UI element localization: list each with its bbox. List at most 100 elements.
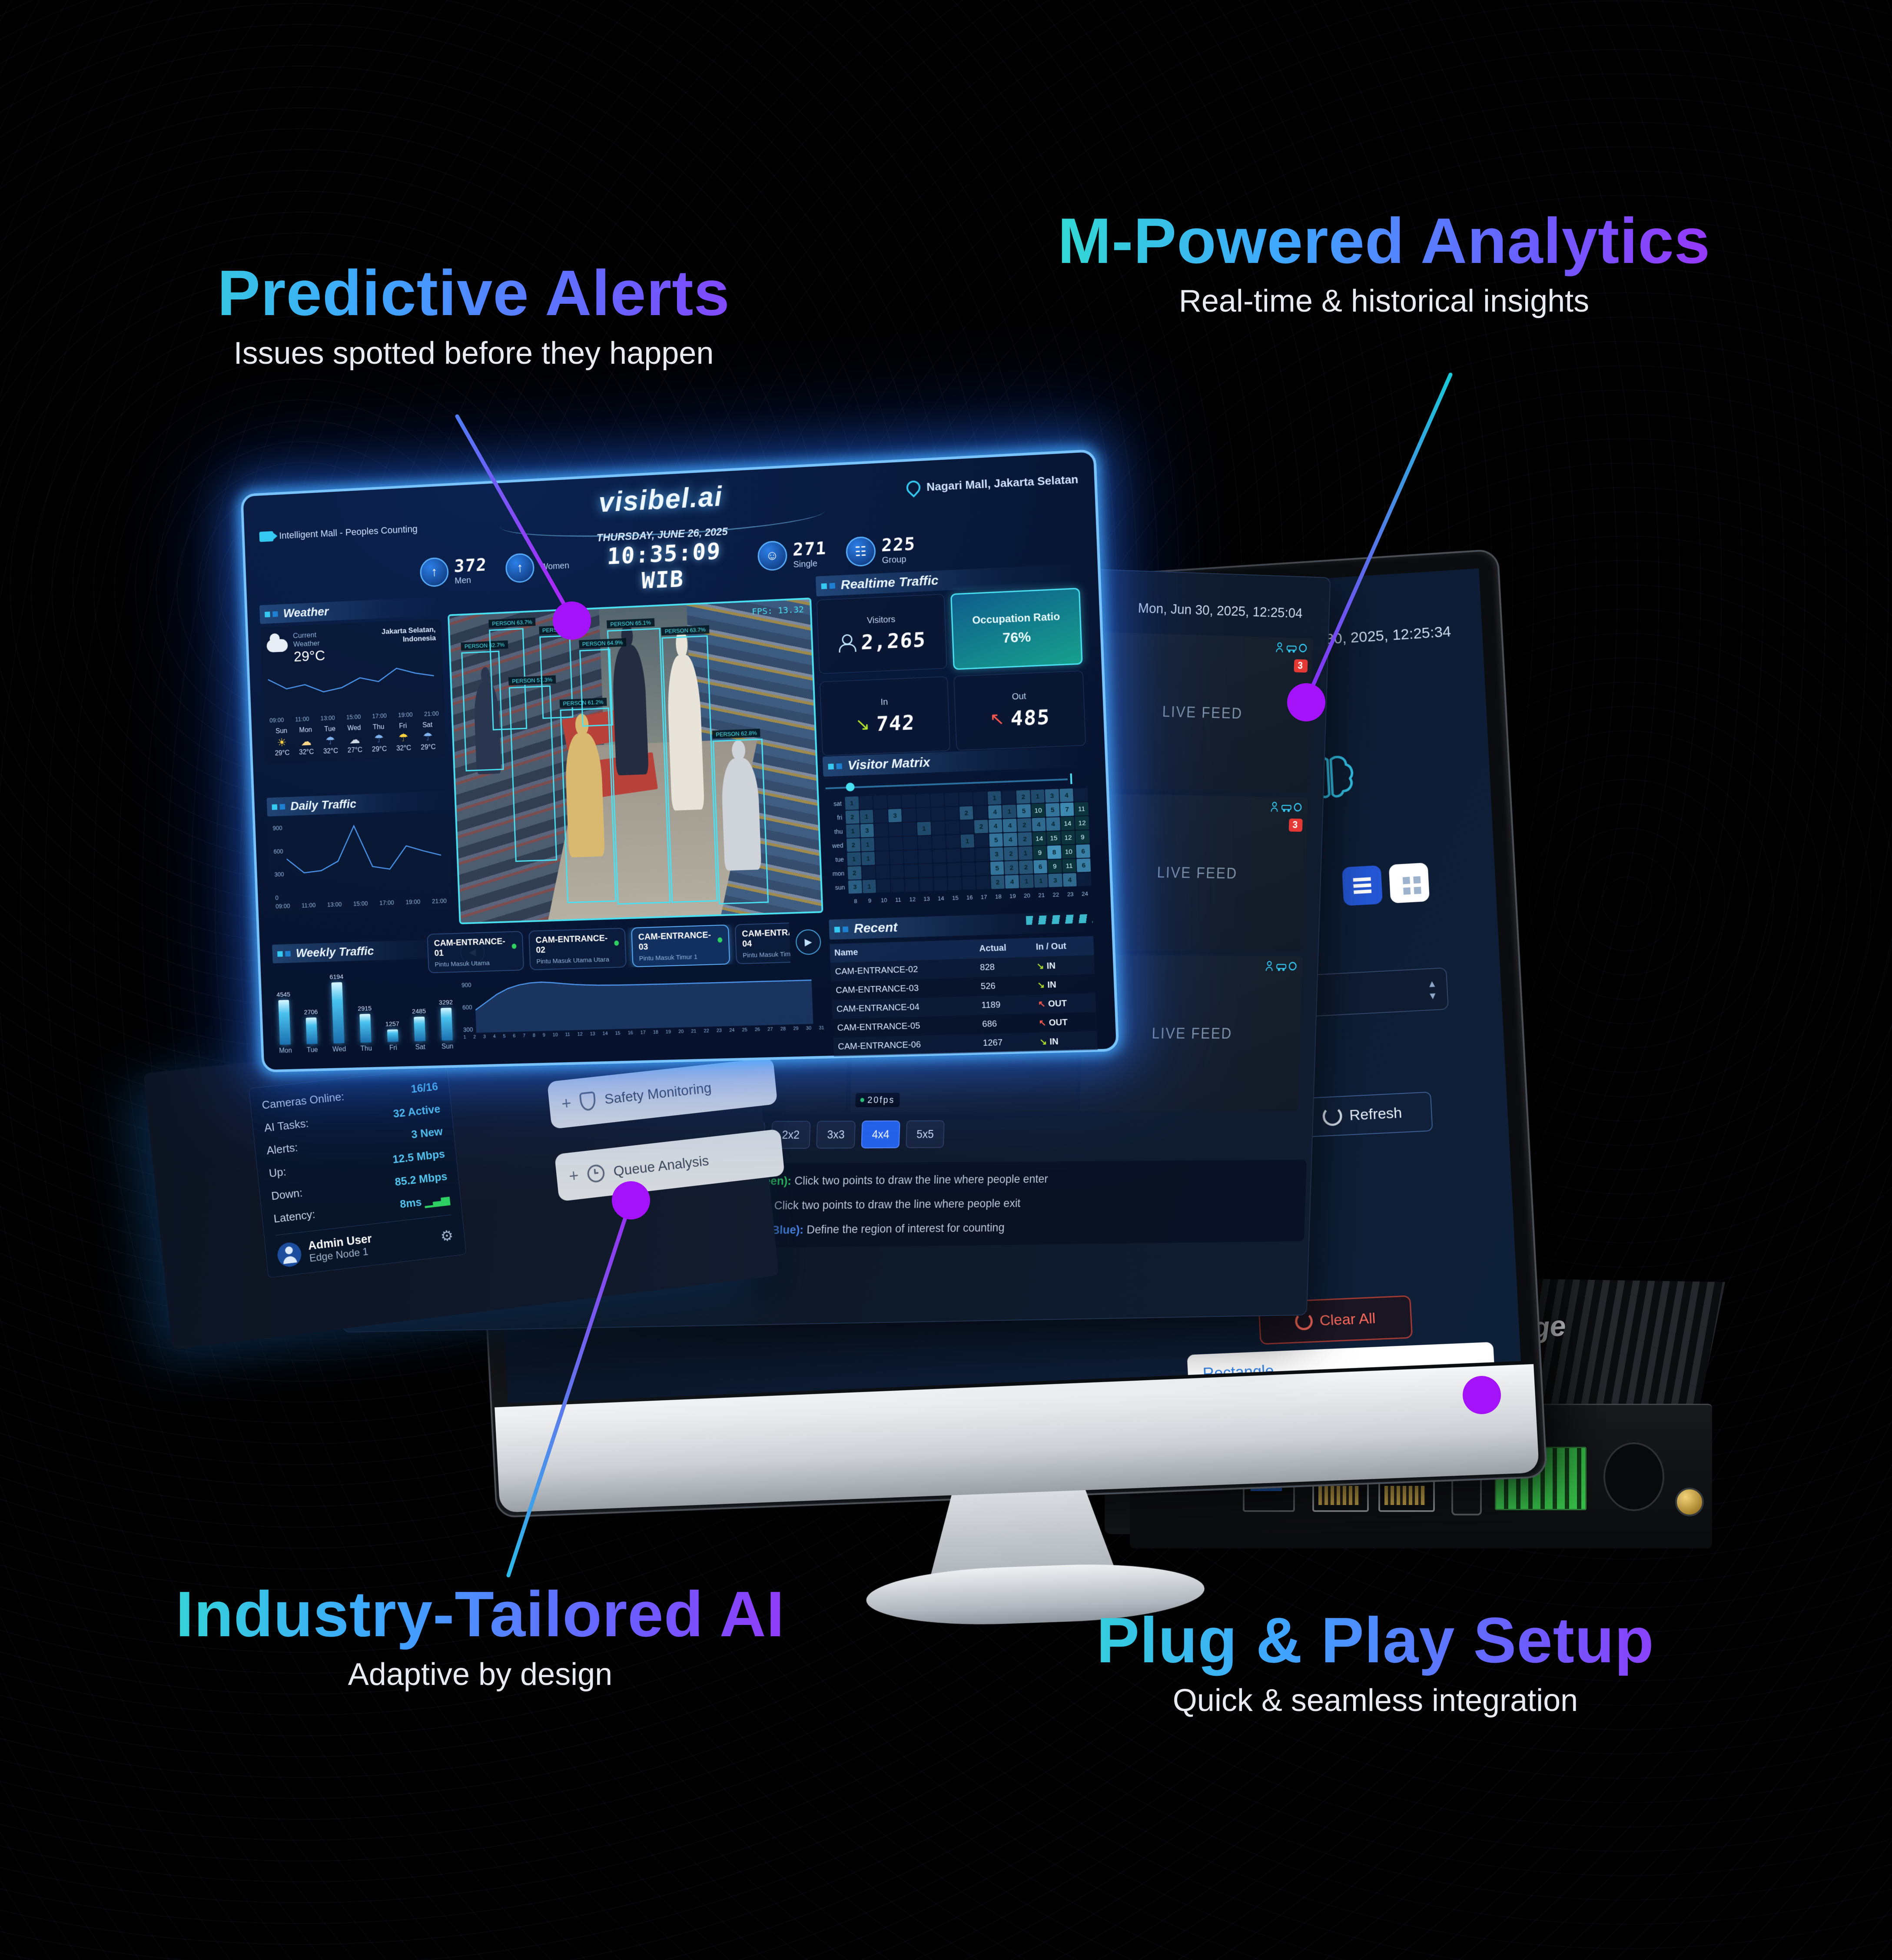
time-tick: 15:00 [346, 713, 361, 721]
matrix-cell: 1 [1018, 846, 1032, 860]
out-arrow-icon: ↖ [1039, 1018, 1046, 1028]
weather-day-name: Wed [347, 724, 361, 732]
rain-icon: ☂ [374, 732, 384, 745]
grid-view-button[interactable] [1388, 862, 1430, 904]
weather-header: Weather [283, 605, 329, 620]
current-weather-label: Current Weather [292, 631, 320, 648]
detection-label: PERSON 65.1% [607, 618, 655, 629]
x-tick: 13 [590, 1031, 595, 1037]
bar [414, 1017, 426, 1041]
matrix-cell [890, 878, 905, 893]
people-icon: ☷ [845, 536, 876, 567]
next-camera-button[interactable]: ▶ [795, 929, 822, 955]
matrix-cell [1077, 872, 1092, 887]
x-tick: 9 [542, 1033, 546, 1038]
x-tick: 24 [729, 1027, 735, 1033]
matrix-cell [903, 836, 917, 850]
matrix-cell: 2 [1018, 832, 1032, 846]
sun-icon: ☀ [277, 736, 287, 749]
layout-button-5x5[interactable]: 5x5 [906, 1120, 945, 1148]
action-button-shield[interactable]: +Safety Monitoring [547, 1057, 778, 1129]
time-tick: 21:00 [432, 897, 447, 905]
recent-header: Recent [853, 920, 898, 936]
callout-analytics: M-Powered Analytics Real-time & historic… [993, 204, 1775, 320]
counter-label: Group [882, 554, 906, 565]
bar [387, 1029, 398, 1042]
matrix-cell [903, 822, 917, 836]
recent-column-header: Actual [974, 938, 1032, 959]
matrix-cell: 5 [1016, 804, 1031, 818]
bar-value: 4545 [276, 991, 291, 999]
weather-panel: Weather Current Weather 29°C Jakarta Sel… [259, 597, 446, 764]
matrix-cell [875, 837, 889, 851]
matrix-cell: 1 [860, 837, 875, 851]
partly-icon: ☁ [300, 734, 312, 748]
layout-button-3x3[interactable]: 3x3 [816, 1120, 856, 1149]
list-view-button[interactable] [1341, 865, 1383, 906]
x-tick: 26 [754, 1027, 760, 1033]
matrix-hour-label: 15 [952, 894, 959, 901]
matrix-cell: 3 [1045, 789, 1059, 803]
matrix-hour-label: 20 [1023, 892, 1031, 899]
matrix-hour-label: 19 [1009, 892, 1016, 900]
weather-day: Mon☁32°C [294, 726, 318, 757]
gear-icon[interactable]: ⚙ [440, 1227, 454, 1245]
callout-industry: Industry-Tailored AI Adaptive by design [89, 1578, 871, 1694]
x-tick: 19 [665, 1029, 671, 1035]
time-tick: 17:00 [372, 712, 387, 720]
stat-key: Alerts: [266, 1140, 299, 1157]
stat-value: 16/16 [410, 1080, 439, 1096]
matrix-cell [975, 847, 989, 862]
weather-day: Wed☁27°C [342, 724, 367, 755]
action-button-clock[interactable]: +Queue Analysis [554, 1129, 785, 1202]
matrix-cell: 1 [847, 852, 861, 866]
matrix-cell [946, 849, 961, 863]
callout-plug: Plug & Play Setup Quick & seamless integ… [984, 1604, 1766, 1720]
matrix-hour-label: 22 [1052, 891, 1059, 898]
camera-video-feed[interactable]: PERSON 62.7%PERSON 63.7%PERSON 57.3%PERS… [448, 597, 823, 924]
out-card: Out ↖ 485 [953, 670, 1086, 751]
matrix-cell [930, 793, 944, 807]
matrix-cell [873, 795, 887, 809]
matrix-cell [933, 877, 948, 891]
matrix-hour-label: 14 [937, 894, 944, 902]
counter-value: 225 [881, 534, 916, 556]
out-label: Out [1012, 691, 1026, 702]
plus-icon: + [568, 1166, 580, 1186]
stat-key: Cameras Online: [261, 1090, 345, 1112]
realtime-traffic-header: Realtime Traffic [840, 573, 939, 592]
matrix-cell [876, 879, 890, 893]
callout-subtitle: Adaptive by design [348, 1657, 613, 1692]
matrix-hour-label: 23 [1067, 890, 1074, 897]
online-dot [717, 937, 723, 943]
y-tick: 600 [273, 847, 283, 855]
matrix-hour-label: 13 [923, 895, 930, 902]
slider-knob[interactable] [846, 782, 855, 792]
layout-button-4x4[interactable]: 4x4 [861, 1120, 900, 1149]
current-temp: 29°C [293, 647, 325, 665]
matrix-cell [888, 823, 903, 837]
matrix-cell: 4 [988, 805, 1002, 819]
matrix-cell: 8 [1047, 845, 1062, 859]
callout-title: Plug & Play Setup [984, 1604, 1766, 1678]
x-tick: 2 [473, 1034, 476, 1040]
matrix-row-label: mon [832, 870, 845, 877]
matrix-cell: 1 [1030, 789, 1045, 804]
time-tick: 13:00 [327, 900, 342, 908]
recent-direction: ↖OUT [1034, 1012, 1097, 1033]
counter-label: Women [540, 561, 570, 572]
matrix-cell: 4 [988, 819, 1003, 833]
